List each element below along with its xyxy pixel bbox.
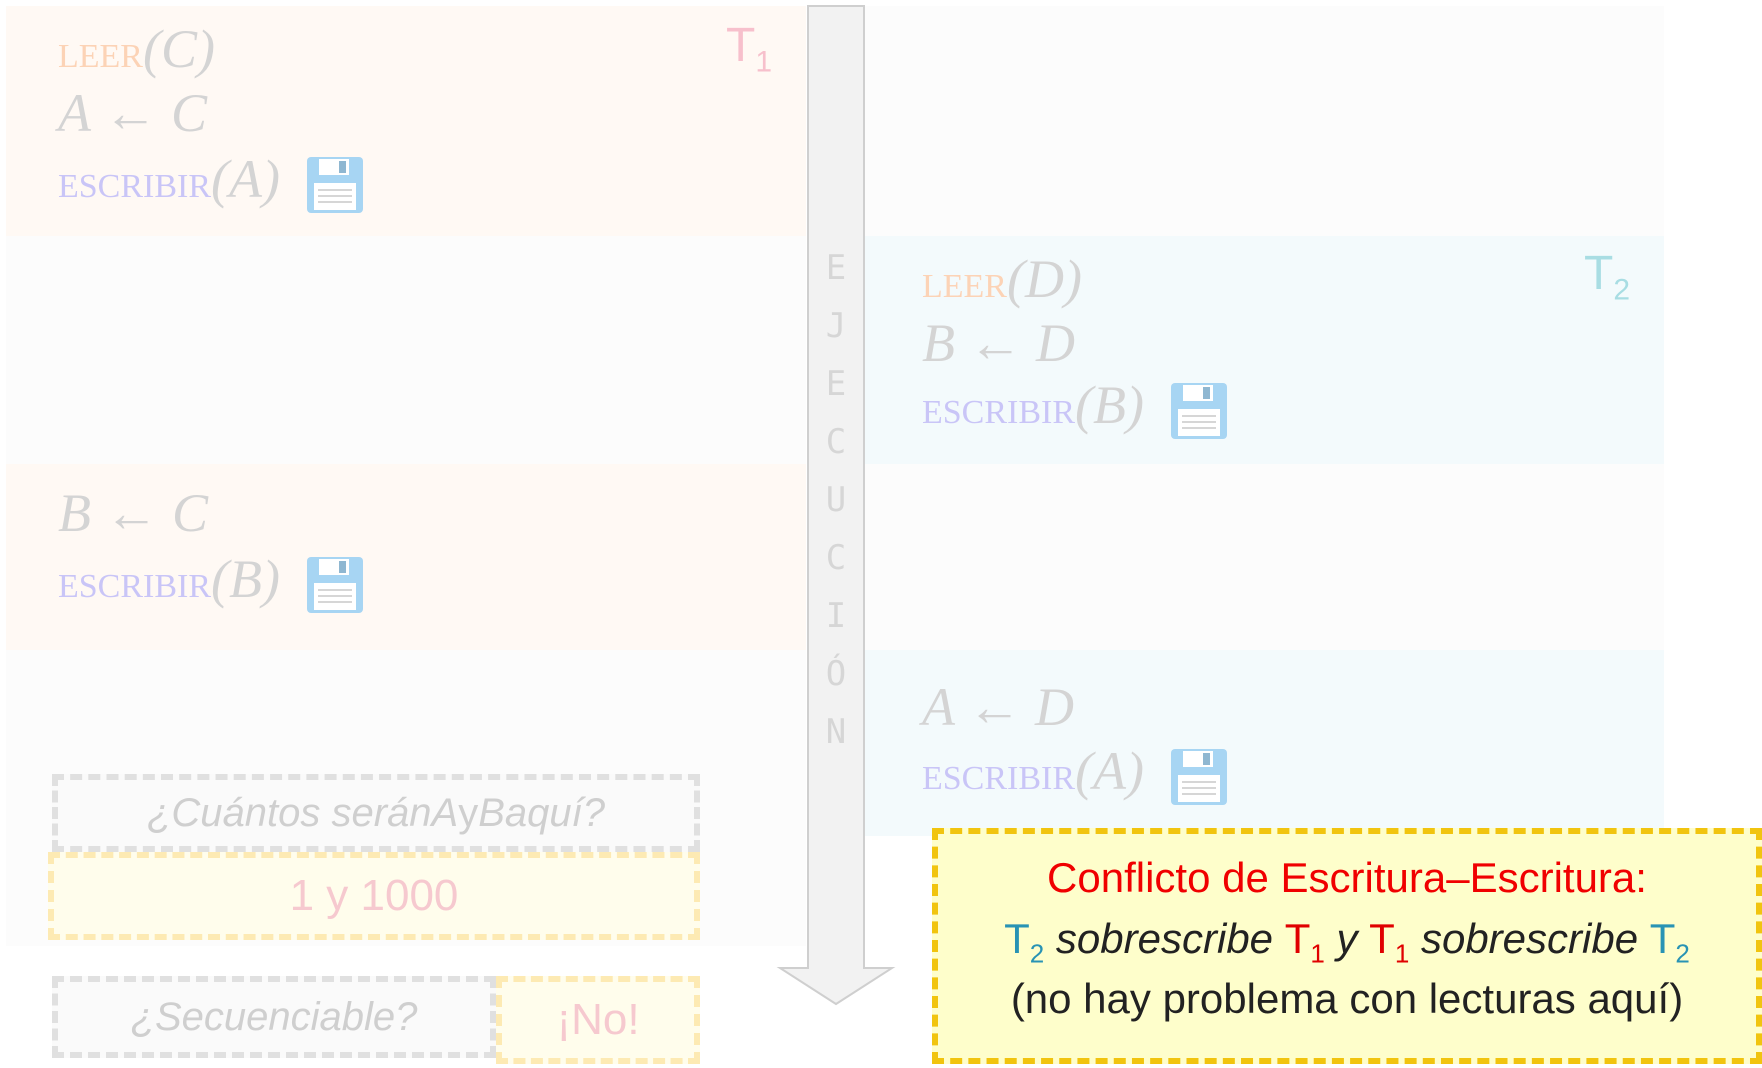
floppy-disk-icon: [1170, 748, 1227, 805]
t1-assign-b: B ← C: [58, 483, 209, 543]
execution-letter: I: [825, 596, 847, 636]
t2-band-1: [864, 236, 1664, 464]
read-op: leer: [922, 255, 1007, 308]
t1-assign-a: A ← C: [58, 83, 208, 143]
floppy-disk-icon: [1170, 382, 1227, 439]
answer-values-box: 1 y 1000: [48, 852, 700, 940]
write-op: escribir: [922, 747, 1076, 800]
answer-serializable-box: ¡No!: [496, 976, 700, 1064]
question-values-box: ¿Cuántos serán A y B aquí?: [52, 774, 700, 852]
t2-empty-band-2: [864, 464, 1664, 650]
execution-letter: Ó: [825, 654, 847, 694]
execution-letter: J: [825, 306, 847, 346]
t2-assign-a: A ← D: [922, 677, 1075, 737]
t1-empty-band-1: [6, 236, 806, 464]
t1-read-c: leer(C): [58, 19, 215, 79]
write-op: escribir: [922, 381, 1076, 434]
write-op: escribir: [58, 555, 212, 608]
t2-write-a: escribir(A): [922, 744, 1228, 806]
execution-letter: E: [825, 364, 847, 404]
write-op: escribir: [58, 155, 212, 208]
t2-band-2: [864, 650, 1664, 836]
execution-letter: N: [825, 712, 847, 752]
conflict-note: (no hay problema con lecturas aquí): [1010, 974, 1684, 1022]
t1-band-1: [6, 6, 806, 236]
execution-letter: E: [825, 248, 847, 288]
execution-letter: U: [825, 480, 847, 520]
read-op: leer: [58, 25, 143, 78]
t1-label: T1: [726, 19, 773, 79]
execution-letter: C: [825, 422, 847, 462]
t2-read-d: leer(D): [922, 249, 1082, 309]
t2-empty-band: [864, 6, 1664, 236]
t1-write-a: escribir(A): [58, 152, 364, 214]
question-serializable-box: ¿Secuenciable?: [52, 976, 496, 1058]
t2-label: T2: [1584, 247, 1631, 307]
floppy-disk-icon: [306, 156, 363, 213]
execution-arrow: [776, 5, 896, 1006]
floppy-disk-icon: [306, 556, 363, 613]
conflict-explanation: T2 sobrescribe T1 y T1 sobrescribe T2: [1004, 915, 1690, 969]
t2-assign-b: B ← D: [922, 313, 1075, 373]
t1-band-2: [6, 464, 806, 650]
t2-write-b: escribir(B): [922, 378, 1228, 440]
conflict-box: Conflicto de Escritura–Escritura: T2 sob…: [932, 828, 1762, 1064]
conflict-title: Conflicto de Escritura–Escritura:: [1047, 854, 1647, 901]
execution-letter: C: [825, 538, 847, 578]
t1-write-b: escribir(B): [58, 552, 364, 614]
